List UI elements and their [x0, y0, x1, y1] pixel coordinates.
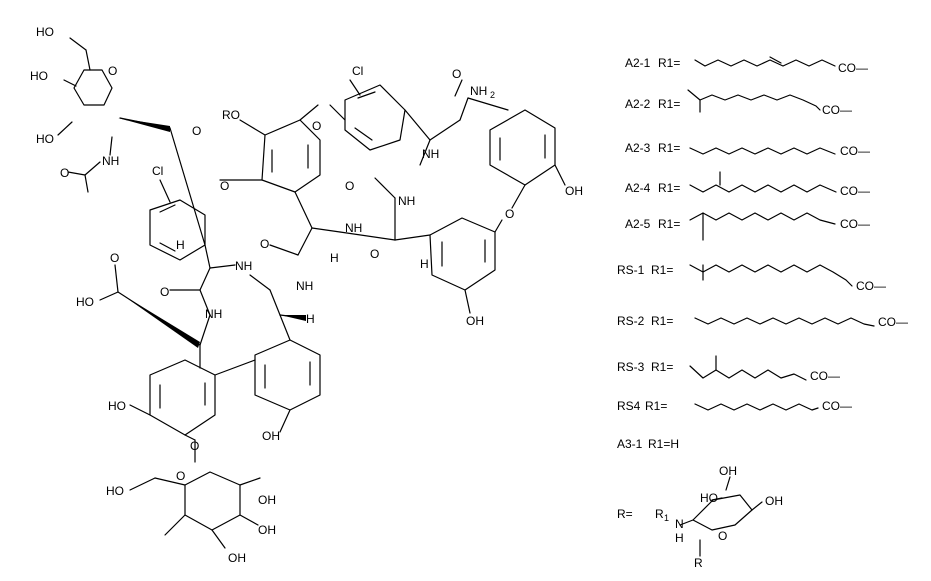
atom-label: HO: [30, 69, 48, 83]
atom-label: Cl: [152, 164, 163, 178]
atom-label: H: [176, 238, 185, 252]
ho-label: HO: [700, 491, 718, 505]
atom-label: H: [306, 312, 315, 326]
atom-label: HO: [108, 399, 126, 413]
atom-label: NH: [470, 84, 487, 98]
substituent-tail: CO—: [810, 369, 840, 383]
substituent-code: A2-4: [625, 181, 651, 195]
substituent-code: A3-1: [617, 437, 643, 451]
substituent-tail: CO—: [840, 144, 870, 158]
substituent-code: RS-1: [617, 263, 645, 277]
atom-label: OH: [258, 523, 276, 537]
atom-label: O: [192, 124, 201, 138]
substituent-r: R1=H: [648, 437, 679, 451]
atom-label: OH: [258, 493, 276, 507]
substituent-r: R1=: [658, 217, 680, 231]
atom-label: O: [190, 439, 199, 453]
atom-label: H: [420, 257, 429, 271]
atom-label: O: [452, 67, 461, 81]
substituent-tail: CO—: [822, 399, 852, 413]
substituent-code: A2-2: [625, 97, 651, 111]
ring-o-label: O: [718, 529, 727, 543]
substituent-r: R1=: [658, 141, 680, 155]
r1-label: R: [655, 507, 664, 521]
substituent-r: R1=: [658, 97, 680, 111]
substituent-tail: CO—: [822, 103, 852, 117]
substituent-tail: CO—: [838, 61, 868, 75]
substituent-code: A2-5: [625, 217, 651, 231]
atom-label: HO: [76, 295, 94, 309]
substituent-tail: CO—: [840, 217, 870, 231]
atom-label: O: [220, 179, 229, 193]
atom-label: HO: [106, 484, 124, 498]
atom-label: NH: [296, 279, 313, 293]
substituent-code: RS4: [617, 399, 641, 413]
atom-label: NH: [102, 154, 119, 168]
atom-label: OH: [262, 429, 280, 443]
atom-label: OH: [228, 551, 246, 565]
atom-label: OH: [466, 314, 484, 328]
r-group-label: R=: [617, 507, 633, 521]
substituent-code: RS-2: [617, 314, 645, 328]
atom-label: NH: [422, 147, 439, 161]
r-group-structure: R= R 1 N H R O OH HO OH: [617, 464, 783, 570]
substituent-r: R1=: [651, 263, 673, 277]
atom-label: O: [345, 179, 354, 193]
substituent-code: RS-3: [617, 360, 645, 374]
atom-label: NH: [398, 194, 415, 208]
atom-label: NH: [205, 307, 222, 321]
n-label: N: [675, 517, 684, 531]
atom-label: O: [60, 166, 69, 180]
atom-label: O: [370, 247, 379, 261]
oh-label-b: OH: [765, 494, 783, 508]
substituent-tail: CO—: [856, 279, 886, 293]
h-label: H: [675, 531, 684, 545]
atom-label: O: [108, 64, 117, 78]
atom-label: HO: [36, 25, 54, 39]
atom-label: RO: [222, 108, 240, 122]
substituent-r: R1=: [645, 399, 667, 413]
atom-label: HO: [36, 132, 54, 146]
r1-subscript: 1: [664, 513, 669, 523]
atom-label: OH: [565, 184, 583, 198]
atom-label: NH: [235, 259, 252, 273]
r-label: R: [694, 556, 703, 570]
substituent-tail: CO—: [840, 184, 870, 198]
atom-label: O: [312, 119, 321, 133]
substituent-table: A2-1 R1= A2-2 R1= A2-3 R1= A2-4 R1= A2-5…: [617, 56, 908, 451]
atom-labels: HO O HO HO O NH O Cl RO O O Cl O NH 2 NH…: [30, 25, 583, 565]
substituent-tail: CO—: [878, 315, 908, 329]
substituent-r: R1=: [658, 56, 680, 70]
atom-label-sub: 2: [490, 90, 495, 100]
substituent-code: A2-1: [625, 56, 651, 70]
oh-label-a: OH: [719, 464, 737, 478]
stereo-wedges: [118, 118, 306, 348]
molecule-skeleton: [57, 37, 566, 549]
substituent-r: R1=: [658, 181, 680, 195]
atom-label: NH: [345, 221, 362, 235]
atom-label: O: [176, 469, 185, 483]
atom-label: O: [160, 285, 169, 299]
atom-label: Cl: [352, 64, 363, 78]
atom-label: O: [110, 251, 119, 265]
substituent-r: R1=: [651, 314, 673, 328]
atom-label: O: [260, 237, 269, 251]
atom-label: O: [505, 207, 514, 221]
substituent-r: R1=: [651, 360, 673, 374]
atom-label: H: [330, 251, 339, 265]
substituent-code: A2-3: [625, 141, 651, 155]
